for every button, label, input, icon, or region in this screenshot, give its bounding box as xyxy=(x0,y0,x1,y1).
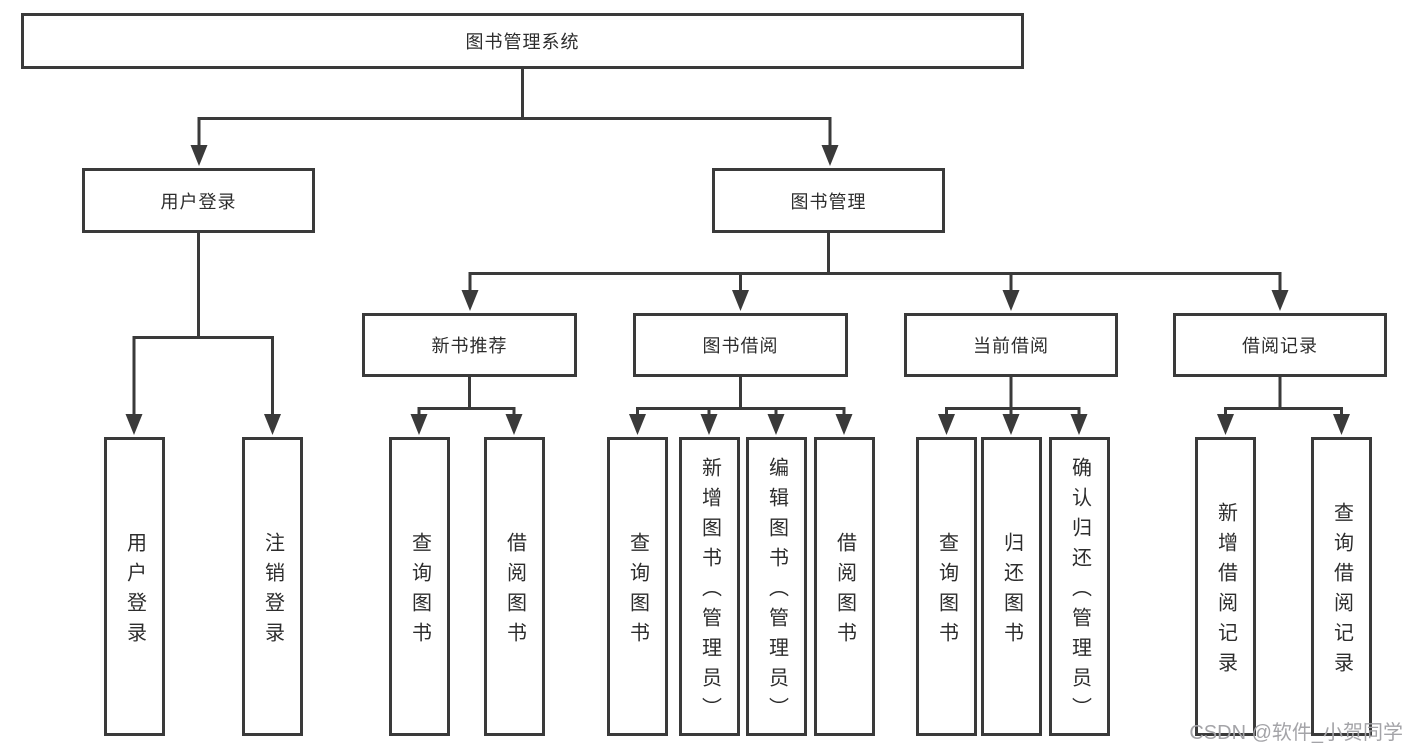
connector-lines xyxy=(132,68,1343,416)
leaf-borrow-add-books-admin: 新增图书（管理员） xyxy=(679,437,740,736)
leaf-borrow-query-books: 查询图书 xyxy=(607,437,668,736)
leaf-records-query-record: 查询借阅记录 xyxy=(1311,437,1372,736)
node-label: 图书管理 xyxy=(790,191,867,212)
node-label: 借阅记录 xyxy=(1242,336,1318,356)
node-root-system: 图书管理系统 xyxy=(21,13,1024,69)
node-label: 查询图书 xyxy=(408,531,431,652)
leaf-records-add-record: 新增借阅记录 xyxy=(1195,437,1256,736)
node-label: 用户登录 xyxy=(160,191,237,212)
node-label: 注销登录 xyxy=(261,531,284,652)
node-label: 用户登录 xyxy=(123,531,146,652)
leaf-recommend-query-books: 查询图书 xyxy=(389,437,450,736)
watermark: CSDN @软件_小贺同学 xyxy=(1189,722,1403,744)
node-current-borrow: 当前借阅 xyxy=(904,313,1118,377)
node-label: 新增借阅记录 xyxy=(1214,501,1237,682)
leaf-current-confirm-return-admin: 确认归还（管理员） xyxy=(1049,437,1110,736)
node-label: 当前借阅 xyxy=(973,336,1049,356)
leaf-current-return-books: 归还图书 xyxy=(981,437,1042,736)
node-label: 图书借阅 xyxy=(702,336,779,356)
node-label: 借阅图书 xyxy=(833,531,856,652)
leaf-recommend-borrow-books: 借阅图书 xyxy=(484,437,545,736)
node-user-login: 用户登录 xyxy=(82,168,315,233)
node-label: 查询图书 xyxy=(626,531,649,652)
leaf-user-login: 用户登录 xyxy=(104,437,165,736)
node-label: 归还图书 xyxy=(1000,531,1023,652)
leaf-borrow-edit-books-admin: 编辑图书（管理员） xyxy=(746,437,807,736)
leaf-current-query-books: 查询图书 xyxy=(916,437,977,736)
leaf-borrow-borrow-books: 借阅图书 xyxy=(814,437,875,736)
node-borrow-records: 借阅记录 xyxy=(1173,313,1387,377)
node-label: 编辑图书（管理员） xyxy=(765,456,788,727)
node-label: 新增图书（管理员） xyxy=(698,456,721,727)
node-label: 新书推荐 xyxy=(431,336,508,356)
connector-arrowheads xyxy=(125,145,1350,435)
node-label: 图书管理系统 xyxy=(465,32,580,52)
node-book-management: 图书管理 xyxy=(712,168,945,233)
node-book-borrow: 图书借阅 xyxy=(633,313,848,377)
node-new-book-recommend: 新书推荐 xyxy=(362,313,577,377)
node-label: 借阅图书 xyxy=(503,531,526,652)
node-label: 查询图书 xyxy=(935,531,958,652)
node-label: 查询借阅记录 xyxy=(1330,501,1353,682)
leaf-logout: 注销登录 xyxy=(242,437,303,736)
node-label: 确认归还（管理员） xyxy=(1068,456,1091,727)
